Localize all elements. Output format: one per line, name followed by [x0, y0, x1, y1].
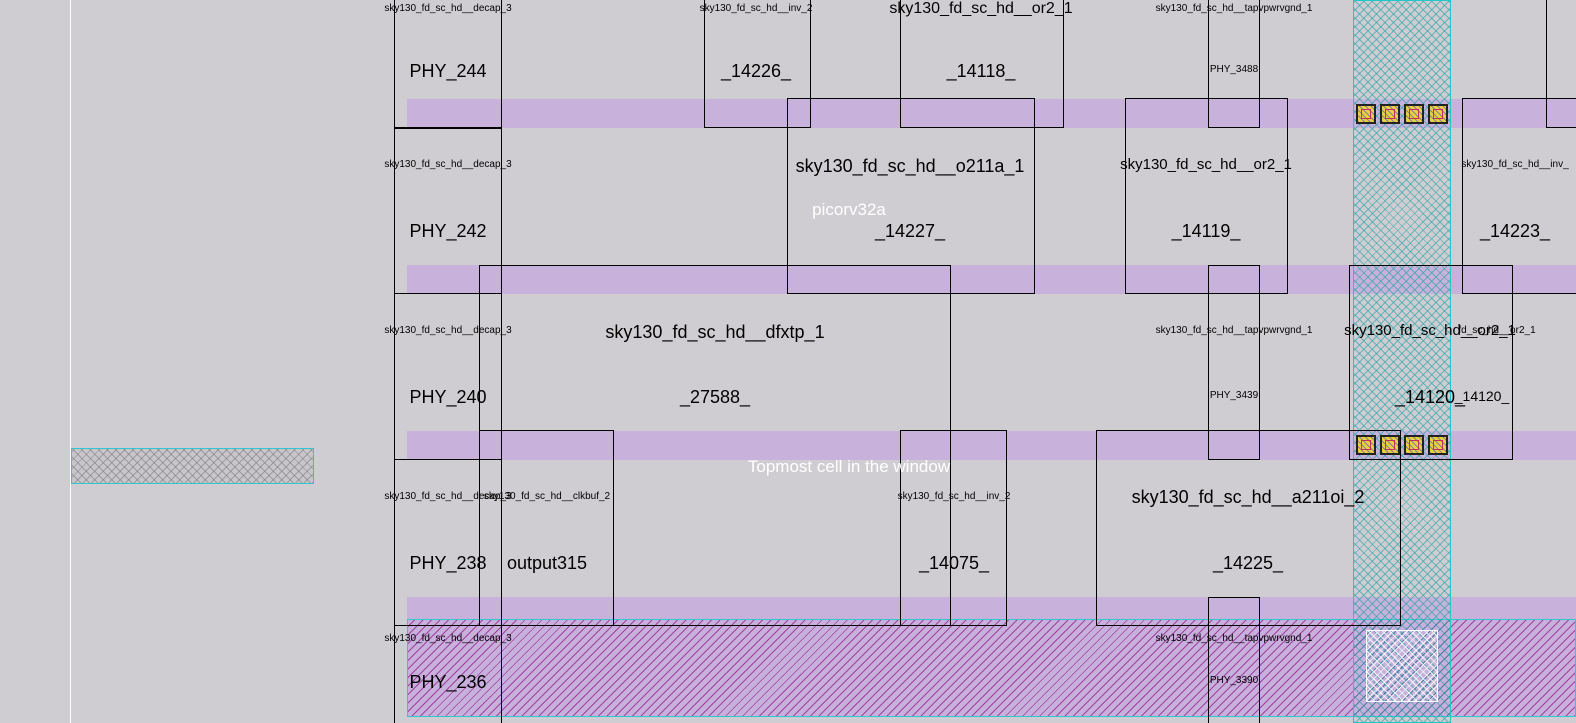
instance-label: PHY_3439	[1209, 390, 1259, 401]
cell-or2[interactable]	[1125, 98, 1288, 294]
instance-label: _14227_	[874, 221, 946, 241]
instance-label: _14120_	[1394, 387, 1466, 407]
cell-tap[interactable]	[1208, 597, 1260, 723]
cell-type-label: sky130_fd_sc_hd__decap_3	[384, 3, 512, 14]
cell-decap[interactable]	[394, 0, 502, 129]
instance-label: _14226_	[720, 61, 792, 81]
cell-type-label: sky130_fd_sc_hd__tapvpwrvgnd_1	[1155, 633, 1313, 644]
cell-type-label: sky130_fd_sc_hd__dfxtp_1	[605, 322, 825, 342]
cell-type-label: sky130_fd_sc_hd__tapvpwrvgnd_1	[1155, 3, 1313, 14]
power-rail	[407, 597, 1576, 619]
cell-decap[interactable]	[394, 625, 502, 723]
window-edge-line	[70, 0, 71, 723]
cell-type-label: sky130_fd_sc_hd__or2_1	[1344, 322, 1516, 339]
cell-or2[interactable]	[1349, 265, 1513, 460]
instance-label: _27588_	[679, 387, 751, 407]
instance-label: PHY_3390	[1209, 675, 1259, 686]
instance-label: PHY_236	[409, 672, 487, 692]
cell-type-label: sky130_fd_sc_hd__inv_	[1461, 159, 1569, 170]
hover-annotation: Topmost cell in the window	[747, 457, 951, 476]
cell-type-label: fd_sc_hd__or2_1	[1458, 325, 1536, 336]
cell-type-label: sky130_fd_sc_hd__decap_3	[384, 325, 512, 336]
design-name-label: picorv32a	[812, 200, 886, 219]
cell-type-label: sky130_fd_sc_hd__inv_2	[699, 3, 813, 14]
instance-label: output315	[506, 553, 588, 573]
cell-type-label: sky130_fd_sc_hd__decap_3	[384, 491, 512, 502]
via-icon[interactable]	[1380, 104, 1400, 124]
via-icon[interactable]	[1428, 435, 1448, 455]
instance-label: _14118_	[946, 61, 1016, 81]
cell-type-label: sky130_fd_sc_hd__o211a_1	[795, 156, 1025, 176]
instance-label: _14119_	[1171, 221, 1241, 241]
cell-a211oi[interactable]	[1096, 430, 1401, 626]
cell-type-label: sky130_fd_sc_hd__or2_1	[1120, 156, 1292, 173]
cell-inv[interactable]	[900, 430, 1007, 626]
via-icon[interactable]	[1404, 435, 1424, 455]
instance-label: _14120_	[1454, 388, 1510, 404]
cell-o211a[interactable]	[787, 98, 1035, 294]
cell-type-label: sky130_fd_sc_hd__or2_1	[889, 0, 1073, 17]
cell-partial[interactable]	[1546, 0, 1576, 128]
cell-tap[interactable]	[1208, 0, 1260, 128]
cell-type-label: sky130_fd_sc_hd__decap_3	[384, 633, 512, 644]
instance-label: PHY_238	[409, 553, 487, 573]
cell-or2[interactable]	[900, 0, 1064, 128]
cell-type-label: sky130_fd_sc_hd__a211oi_2	[1131, 487, 1365, 507]
instance-label: _14075_	[918, 553, 990, 573]
via-icon[interactable]	[1356, 104, 1376, 124]
via-icon[interactable]	[1404, 104, 1424, 124]
instance-label: _14223_	[1479, 221, 1551, 241]
hatched-region[interactable]	[71, 448, 314, 484]
pad-region[interactable]	[1366, 630, 1438, 702]
cell-inv[interactable]	[1462, 98, 1576, 294]
instance-label: PHY_244	[409, 61, 487, 81]
cell-inv[interactable]	[704, 0, 811, 128]
cell-type-label: sky130_fd_sc_hd__clkbuf_2	[483, 491, 611, 502]
instance-label: PHY_242	[409, 221, 487, 241]
instance-label: PHY_3488	[1209, 64, 1259, 75]
cell-clkbuf[interactable]	[479, 430, 614, 626]
cell-type-label: sky130_fd_sc_hd__decap_3	[384, 159, 512, 170]
cell-type-label: sky130_fd_sc_hd__tapvpwrvgnd_1	[1155, 325, 1313, 336]
instance-label: _14225_	[1212, 553, 1284, 573]
cell-tap[interactable]	[1208, 265, 1260, 460]
via-icon[interactable]	[1380, 435, 1400, 455]
via-icon[interactable]	[1356, 435, 1376, 455]
instance-label: PHY_240	[409, 387, 487, 407]
cell-type-label: sky130_fd_sc_hd__inv_2	[897, 491, 1011, 502]
via-icon[interactable]	[1428, 104, 1448, 124]
